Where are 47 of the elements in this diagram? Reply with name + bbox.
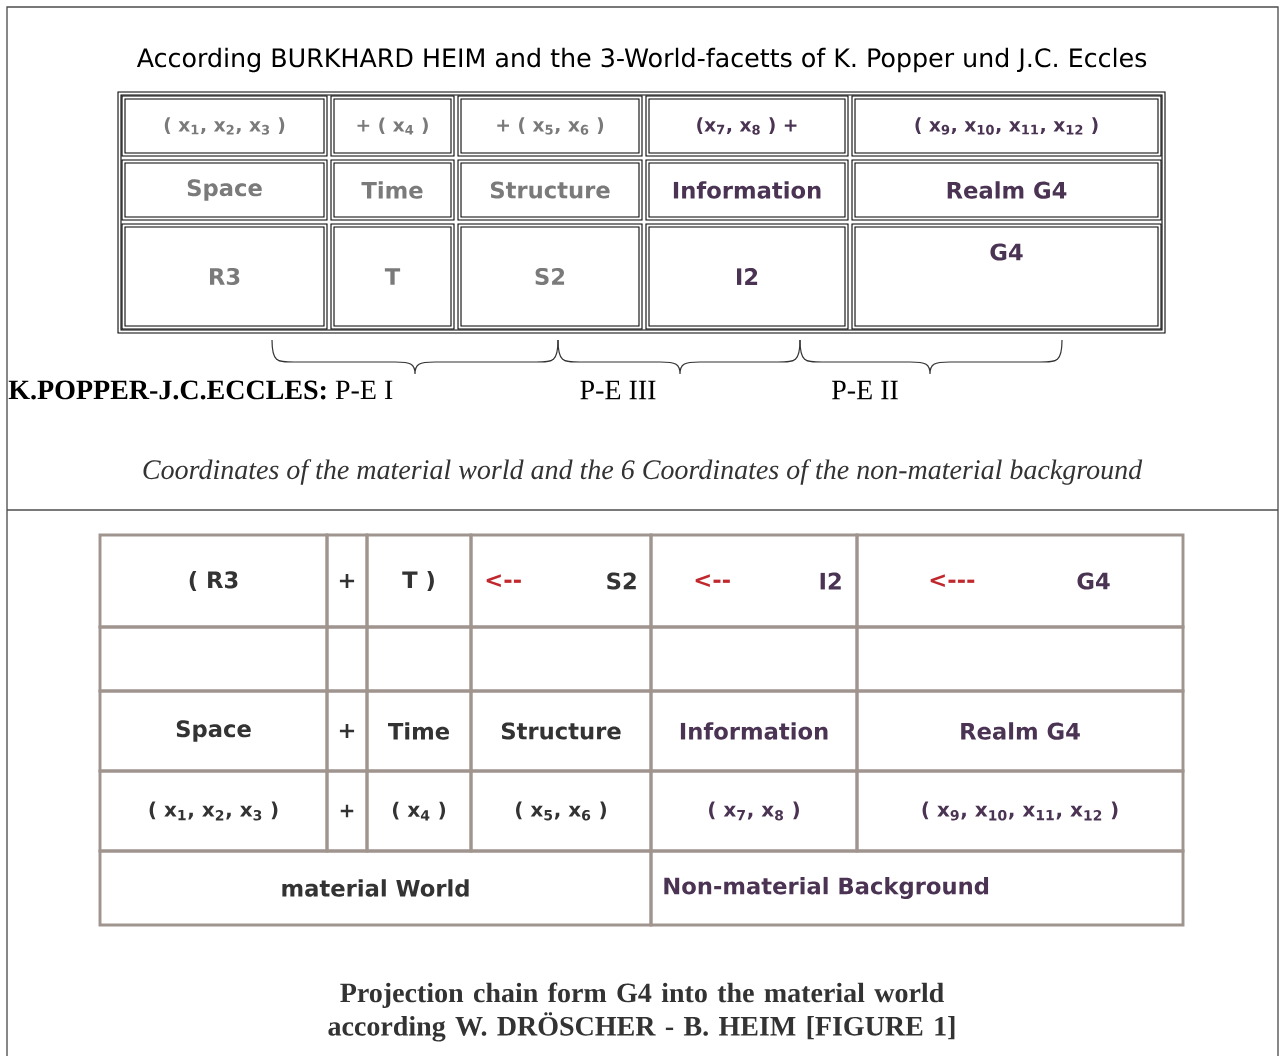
table-cell: I2 bbox=[645, 223, 849, 330]
table-cell: Information bbox=[645, 159, 849, 221]
table-cell: + ( x$_{5}$, x$_{6}$ ) bbox=[457, 95, 643, 157]
table-cell: ( x$_{1}$, x$_{2}$, x$_{3}$ ) bbox=[121, 95, 328, 157]
table-cell: Realm G4 bbox=[851, 159, 1162, 221]
table-cell: ( x$_{9}$, x$_{10}$, x$_{11}$, x$_{12}$ ) bbox=[855, 769, 1185, 853]
bracket-label: P-E II bbox=[832, 380, 898, 400]
table-cell: S2 bbox=[457, 223, 643, 330]
table-cell: <--- G4 bbox=[855, 533, 1185, 629]
table-cell: ( x$_{5}$, x$_{6}$ ) bbox=[469, 769, 653, 853]
table-cell: ( x$_{9}$, x$_{10}$, x$_{11}$, x$_{12}$ ) bbox=[851, 95, 1162, 157]
table-cell: (x$_{7}$, x$_{8}$ ) + bbox=[645, 95, 849, 157]
table-cell: + bbox=[325, 533, 369, 629]
table-cell: Non-material Background bbox=[649, 849, 1185, 927]
table-cell: ( x$_{7}$, x$_{8}$ ) bbox=[649, 769, 859, 853]
table-cell: Realm G4 bbox=[855, 689, 1185, 773]
table-cell: Time bbox=[330, 159, 455, 221]
bracket-label: K.POPPER-J.C.ECCLES: P-E I bbox=[8, 380, 393, 400]
table-cell: R3 bbox=[121, 223, 328, 330]
table-cell: Structure bbox=[469, 689, 653, 773]
table-cell: G4 bbox=[851, 223, 1162, 330]
label: <-- bbox=[695, 574, 730, 588]
table-cell: T ) bbox=[365, 533, 473, 629]
label: <--- bbox=[930, 574, 975, 588]
subtitle: Coordinates of the material world and the 6 Coordinates of the non-material background bbox=[143, 459, 1143, 485]
table-cell: T bbox=[330, 223, 455, 330]
label: I2 bbox=[820, 572, 841, 590]
table-cell: ( x$_{1}$, x$_{2}$, x$_{3}$ ) bbox=[98, 769, 329, 853]
label: <-- bbox=[486, 574, 521, 588]
table-cell: ( x$_{4}$ ) bbox=[365, 769, 473, 853]
table-cell: ( R3 bbox=[98, 533, 329, 629]
table-cell: Information bbox=[649, 689, 859, 773]
table-cell: <-- S2 bbox=[469, 533, 653, 629]
table-cell: <-- I2 bbox=[649, 533, 859, 629]
label: G4 bbox=[1077, 572, 1110, 590]
table-cell: material World bbox=[98, 849, 653, 927]
table-cell: + ( x$_{4}$ ) bbox=[330, 95, 455, 157]
table-cell: + bbox=[325, 689, 369, 773]
table-cell: Time bbox=[365, 689, 473, 773]
bracket-label: P-E III bbox=[580, 380, 656, 400]
table-cell: + bbox=[325, 769, 369, 853]
table-cell: Space bbox=[98, 689, 329, 773]
table-cell: Structure bbox=[457, 159, 643, 221]
caption: Projection chain form G4 into the material world according W. DRÖSCHER - B. HEIM [FIGURE 1] bbox=[328, 982, 955, 1042]
table-cell: Space bbox=[121, 159, 328, 221]
title: According BURKHARD HEIM and the 3-World-facetts of K. Popper und J.C. Eccles bbox=[136, 47, 1147, 73]
label: S2 bbox=[607, 572, 636, 590]
